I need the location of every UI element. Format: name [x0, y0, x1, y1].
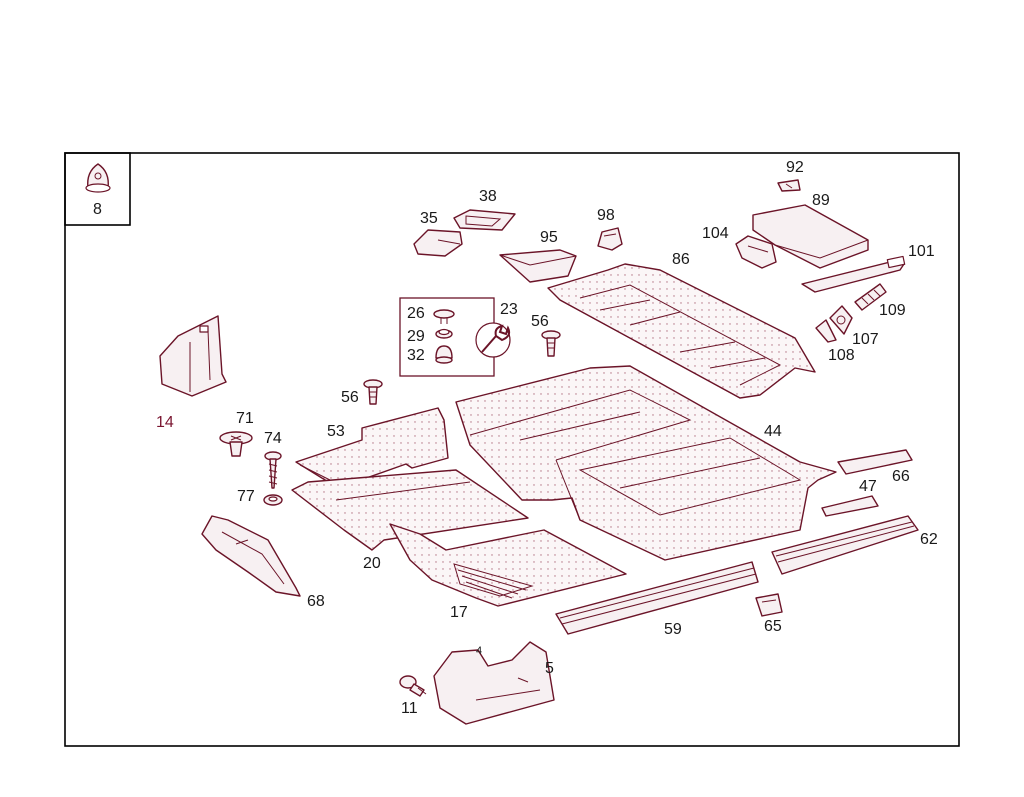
callout-98: 98 — [597, 207, 615, 224]
part-68-side-trim[interactable] — [201, 515, 301, 597]
callout-14: 14 — [156, 414, 174, 431]
part-86-rear-floor[interactable] — [547, 263, 816, 399]
callout-38: 38 — [479, 188, 497, 205]
callout-101: 101 — [908, 243, 935, 260]
callout-47: 47 — [859, 478, 877, 495]
part-92-clip[interactable] — [777, 179, 801, 192]
part-29-nut[interactable] — [435, 328, 453, 339]
part-38-tray[interactable] — [453, 209, 516, 231]
callout-109: 109 — [879, 302, 906, 319]
callout-23: 23 — [500, 301, 518, 318]
callout-66: 66 — [892, 468, 910, 485]
part-47-trim[interactable] — [821, 495, 879, 517]
part-59-sill[interactable] — [555, 561, 759, 635]
part-66-trim[interactable] — [837, 449, 913, 475]
part-20-mat[interactable] — [291, 469, 529, 551]
callout-56-lower: 56 — [341, 389, 359, 406]
callout-86: 86 — [672, 251, 690, 268]
callout-71: 71 — [236, 410, 254, 427]
callout-35: 35 — [420, 210, 438, 227]
callout-62: 62 — [920, 531, 938, 548]
part-35-cover[interactable] — [413, 229, 463, 257]
part-101-strap[interactable] — [801, 255, 906, 293]
callout-68: 68 — [307, 593, 325, 610]
callout-107: 107 — [852, 331, 879, 348]
callout-104: 104 — [702, 225, 729, 242]
part-17-floor-mat[interactable] — [389, 523, 627, 607]
callout-29: 29 — [407, 328, 425, 345]
part-98-bracket[interactable] — [597, 227, 623, 251]
part-108-clip[interactable] — [815, 319, 837, 343]
part-74-screw[interactable] — [264, 451, 282, 489]
callout-20: 20 — [363, 555, 381, 572]
inset-box-8 — [64, 152, 131, 226]
part-44-floor-pan[interactable] — [455, 365, 837, 561]
callout-77: 77 — [237, 488, 255, 505]
callout-53: 53 — [327, 423, 345, 440]
part-11-clip[interactable] — [399, 675, 427, 697]
wrench-icon — [475, 322, 511, 358]
part-89-panel[interactable] — [752, 204, 869, 269]
callout-59: 59 — [664, 621, 682, 638]
part-104-holder[interactable] — [735, 235, 777, 269]
callout-4: 4 — [476, 645, 482, 657]
part-56-clip-lower[interactable] — [363, 379, 383, 405]
callout-89: 89 — [812, 192, 830, 209]
callout-5: 5 — [545, 660, 554, 677]
callout-95: 95 — [540, 229, 558, 246]
callout-8: 8 — [93, 201, 102, 218]
part-5-kick-panel[interactable] — [433, 641, 555, 725]
callout-92: 92 — [786, 159, 804, 176]
part-8-grommet[interactable] — [85, 163, 111, 193]
part-14-side-panel[interactable] — [159, 315, 227, 397]
diagram-frame — [64, 152, 960, 747]
part-95-box[interactable] — [499, 249, 577, 283]
callout-17: 17 — [450, 604, 468, 621]
part-107-clip[interactable] — [829, 305, 853, 335]
part-32-clip[interactable] — [435, 345, 453, 364]
part-77-washer[interactable] — [263, 494, 283, 506]
callout-32: 32 — [407, 347, 425, 364]
callout-44: 44 — [764, 423, 782, 440]
callout-108: 108 — [828, 347, 855, 364]
callout-74: 74 — [264, 430, 282, 447]
part-62-sill[interactable] — [771, 515, 919, 575]
part-65-clip[interactable] — [755, 593, 783, 617]
callout-11: 11 — [401, 700, 418, 717]
part-26-clip-head[interactable] — [433, 309, 455, 324]
part-71-plug[interactable] — [219, 431, 253, 457]
callout-26: 26 — [407, 305, 425, 322]
callout-65: 65 — [764, 618, 782, 635]
callout-56-upper: 56 — [531, 313, 549, 330]
part-109-screw[interactable] — [854, 283, 887, 311]
part-56-clip-upper[interactable] — [541, 330, 561, 357]
